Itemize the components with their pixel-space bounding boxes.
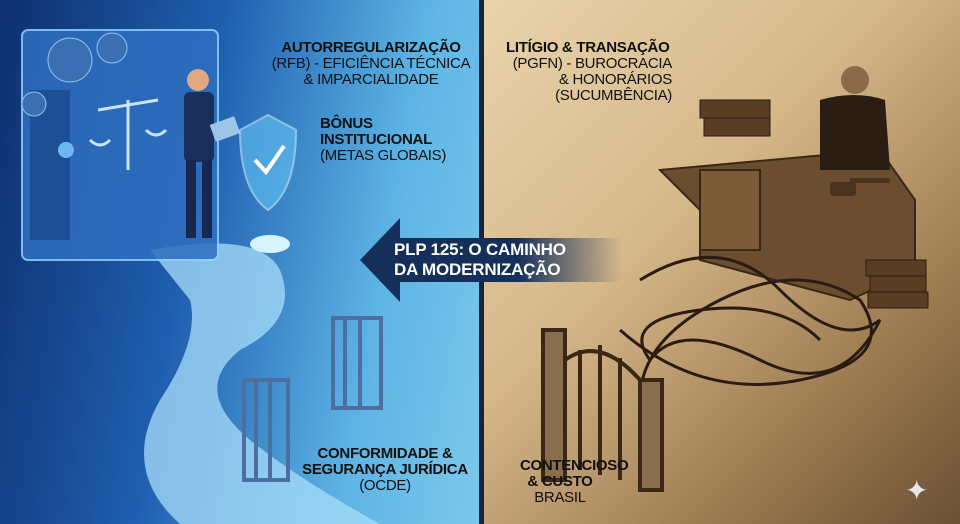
arrow-caption-line: PLP 125: O CAMINHO: [394, 240, 566, 259]
label-line: (METAS GLOBAIS): [320, 147, 447, 164]
open-gate-left: [242, 316, 383, 482]
label-title: LITÍGIO & TRANSAÇÃO: [506, 39, 670, 56]
glowing-path: [144, 243, 380, 524]
label-title: BÔNUS: [320, 115, 373, 132]
sparkle-icon: ✦: [905, 475, 929, 506]
label-title: SEGURANÇA JURÍDICA: [302, 461, 468, 478]
gear-icon: [21, 32, 128, 117]
businessman-figure: [184, 69, 241, 238]
label-line: (OCDE): [359, 477, 411, 494]
arrow-caption-line: DA MODERNIZAÇÃO: [394, 260, 561, 279]
autorregularizacao-label: AUTORREGULARIZAÇÃO (RFB) - EFICIÊNCIA TÉ…: [266, 40, 476, 88]
label-title: & CUSTO: [527, 473, 593, 490]
label-title: INSTITUCIONAL: [320, 131, 432, 148]
conformidade-label: CONFORMIDADE & SEGURANÇA JURÍDICA (OCDE): [300, 446, 470, 494]
contencioso-label: CONTENCIOSO & CUSTO BRASIL: [520, 457, 629, 506]
label-line: BRASIL: [534, 489, 586, 506]
judge-figure: [820, 66, 890, 170]
label-line: (RFB) - EFICIÊNCIA TÉCNICA: [271, 55, 471, 72]
gavel-icon: [830, 178, 890, 196]
left-arrow-icon: [360, 218, 622, 302]
label-title: AUTORREGULARIZAÇÃO: [281, 39, 461, 56]
scales-of-justice-icon: [88, 98, 168, 170]
litigio-label: LITÍGIO & TRANSAÇÃO (PGFN) - BUROCRACIA …: [506, 40, 672, 104]
shield-check-icon: [238, 113, 298, 253]
label-line: (PGFN) - BUROCRACIA: [512, 55, 673, 72]
closed-gate-right: [541, 328, 664, 492]
books-stack-icon: [699, 99, 929, 309]
label-title: CONFORMIDADE &: [317, 445, 453, 462]
thorny-tangle: [619, 255, 882, 401]
arrow-caption: PLP 125: O CAMINHO DA MODERNIZAÇÃO: [394, 240, 566, 280]
label-title: CONTENCIOSO: [520, 457, 629, 474]
label-line: & IMPARCIALIDADE: [303, 71, 439, 88]
bonus-institucional-label: BÔNUS INSTITUCIONAL (METAS GLOBAIS): [320, 116, 446, 164]
label-line: & HONORÁRIOS: [558, 71, 672, 88]
label-line: (SUCUMBÊNCIA): [555, 87, 672, 104]
